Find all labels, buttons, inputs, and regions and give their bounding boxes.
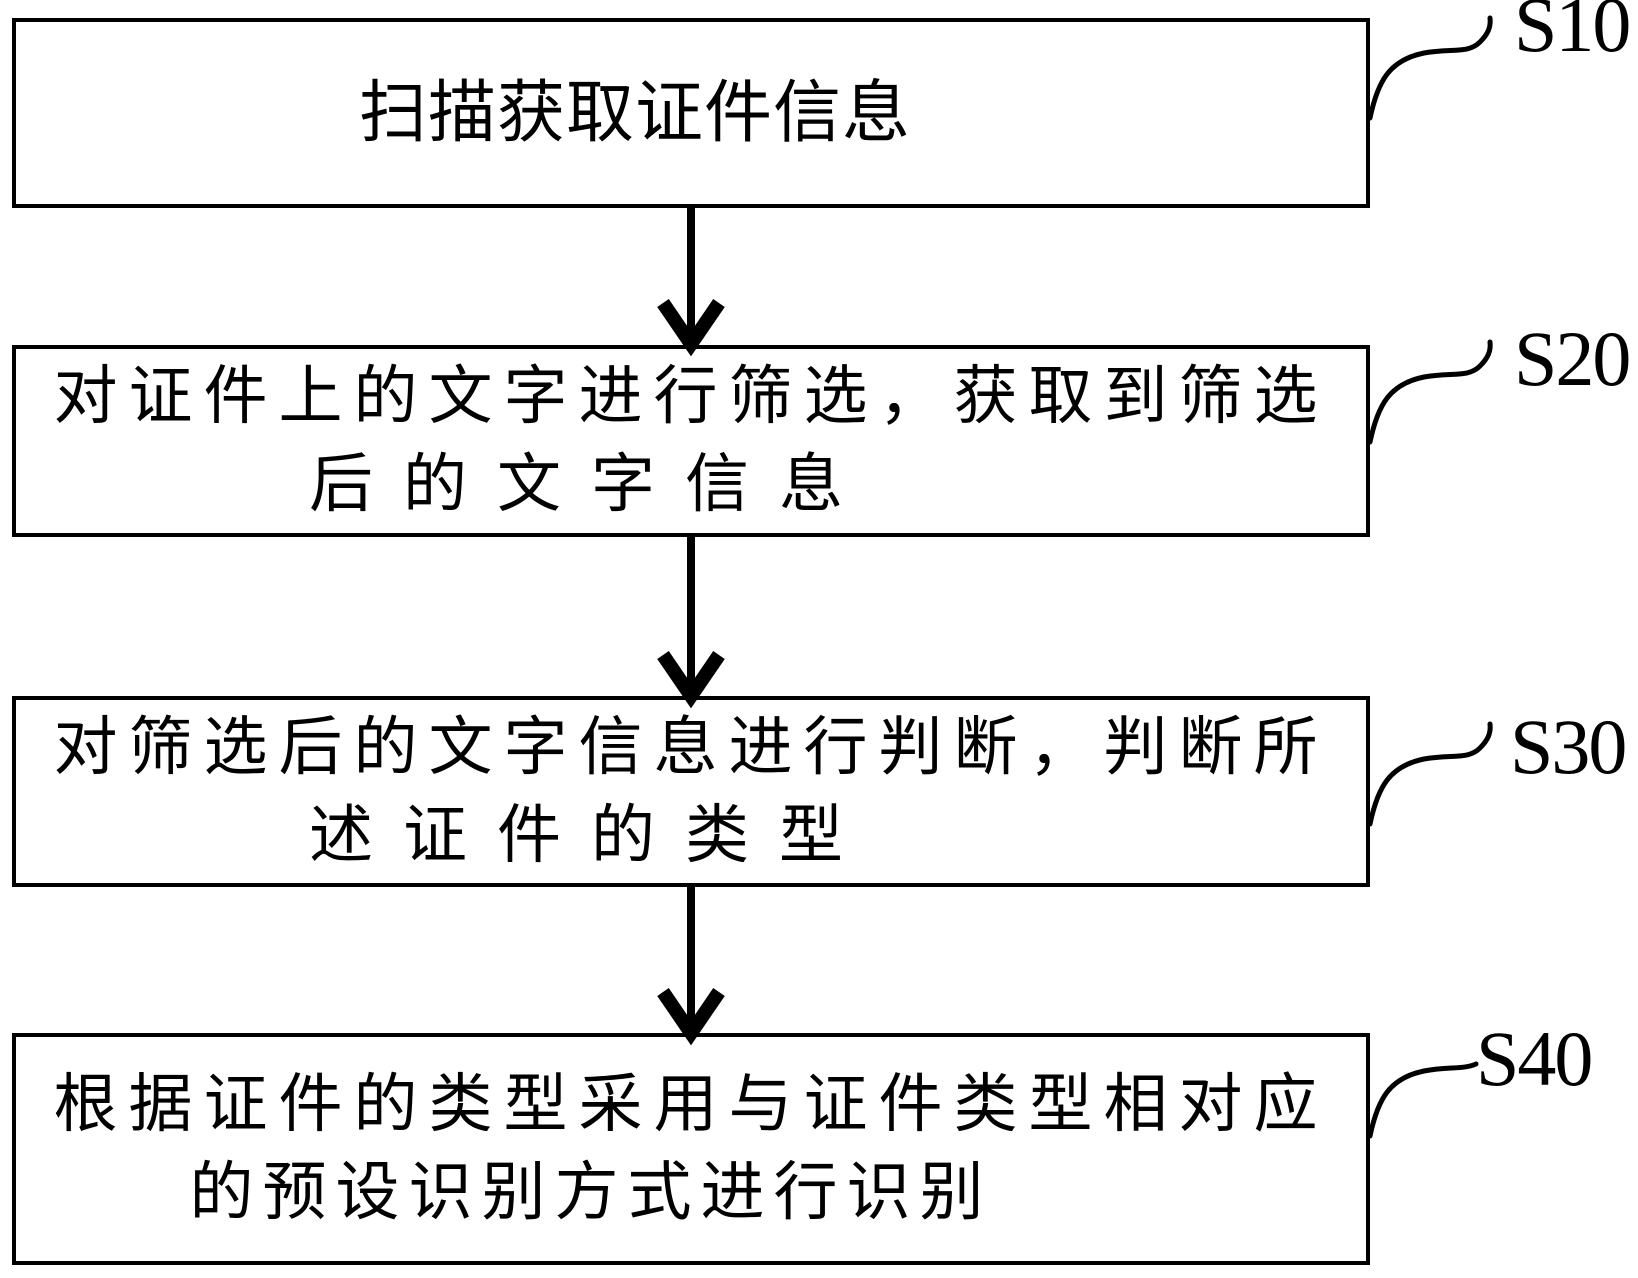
step-label-s40: S40 — [1476, 1015, 1593, 1102]
step-label-s20: S20 — [1514, 315, 1631, 402]
step-box-s10: 扫描获取证件信息 — [12, 18, 1370, 208]
step-label-s30: S30 — [1510, 703, 1627, 790]
label-connector-s10 — [1367, 15, 1493, 121]
label-connector-s30 — [1367, 721, 1493, 827]
arrow-down-icon-1 — [657, 207, 725, 357]
step-s20-text-line-1: 对证件上的文字进行筛选，获取到筛选 — [53, 361, 1329, 432]
step-box-s40: 根据证件的类型采用与证件类型相对应 的预设识别方式进行识别 — [12, 1033, 1370, 1265]
step-s30-text-line-1: 对筛选后的文字信息进行判断，判断所 — [53, 711, 1329, 783]
step-label-s10: S10 — [1514, 0, 1631, 68]
step-s20-text-line-2: 后的文字信息 — [309, 449, 873, 520]
step-s40-text-line-2: 的预设识别方式进行识别 — [189, 1157, 993, 1228]
step-box-s30: 对筛选后的文字信息进行判断，判断所 述证件的类型 — [12, 696, 1370, 887]
step-box-s20: 对证件上的文字进行筛选，获取到筛选 后的文字信息 — [12, 345, 1370, 537]
step-s10-text-line-1: 扫描获取证件信息 — [358, 75, 911, 151]
arrow-down-icon-2 — [657, 537, 725, 709]
label-connector-s20 — [1367, 339, 1493, 445]
label-connector-s40 — [1367, 1061, 1479, 1139]
step-s30-text-line-2: 述证件的类型 — [309, 799, 873, 871]
step-s40-text-line-1: 根据证件的类型采用与证件类型相对应 — [53, 1069, 1329, 1140]
arrow-down-icon-3 — [657, 887, 725, 1046]
